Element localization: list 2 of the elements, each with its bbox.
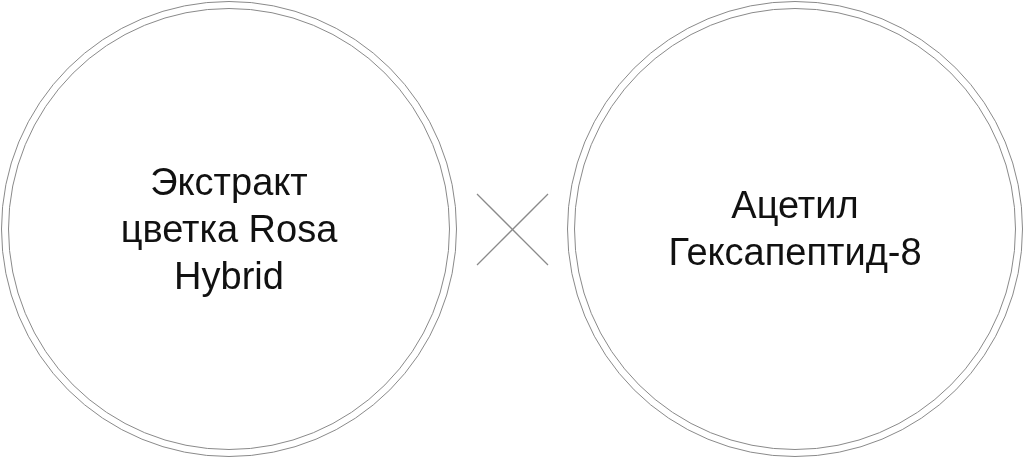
- circle-label: Ацетил Гексапептид-8: [667, 183, 923, 275]
- circle-label: Экстракт цветка Rosa Hybrid: [119, 159, 339, 299]
